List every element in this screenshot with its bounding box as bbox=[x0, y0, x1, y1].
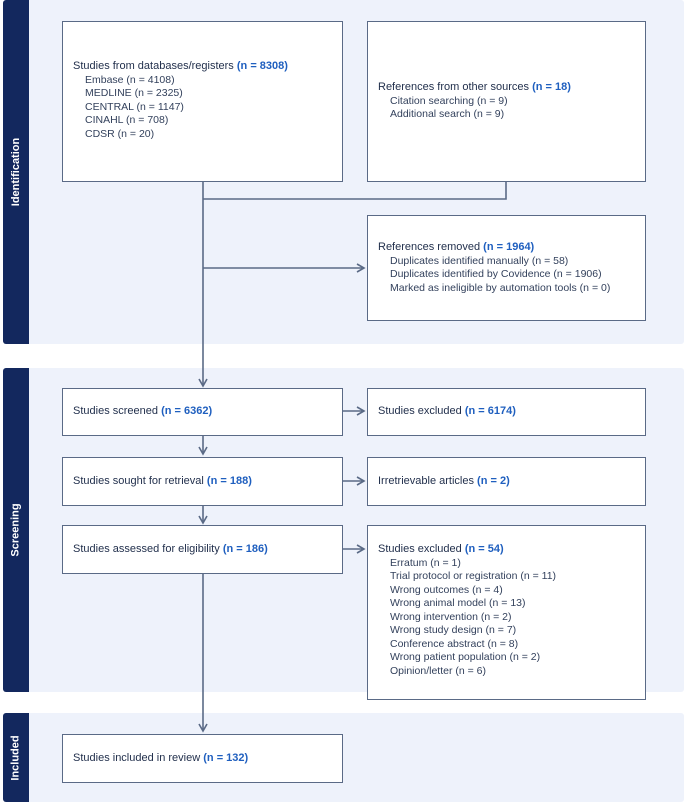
excluded-full-box: Studies excluded (n = 54) Erratum (n = 1… bbox=[367, 525, 646, 700]
databases-title-line: Studies from databases/registers (n = 83… bbox=[73, 60, 332, 74]
databases-item: CDSR (n = 20) bbox=[85, 127, 155, 140]
irretrievable-title-line: Irretrievable articles (n = 2) bbox=[378, 475, 635, 489]
excluded-full-title: Studies excluded bbox=[378, 543, 462, 555]
excluded-full-title-line: Studies excluded (n = 54) bbox=[378, 543, 635, 557]
removed-count: (n = 1964) bbox=[483, 241, 535, 253]
excluded-full-item: Wrong patient population (n = 2) bbox=[390, 651, 541, 663]
removed-box: References removed (n = 1964) Duplicates… bbox=[367, 215, 646, 321]
excluded-screen-title: Studies excluded bbox=[378, 405, 462, 418]
databases-title: Studies from databases/registers bbox=[73, 60, 234, 72]
eligibility-box: Studies assessed for eligibility (n = 18… bbox=[62, 525, 343, 574]
excluded-full-item: Opinion/letter (n = 6) bbox=[390, 664, 487, 677]
included-count: (n = 132) bbox=[203, 751, 249, 764]
excluded-full-item: Wrong outcomes (n = 4) bbox=[390, 583, 503, 596]
excluded-full-item: Wrong study design (n = 7) bbox=[390, 624, 517, 636]
databases-item: CINAHL (n = 708) bbox=[85, 114, 169, 126]
other-sources-item: Citation searching (n = 9) bbox=[390, 94, 508, 107]
included-box: Studies included in review (n = 132) bbox=[62, 734, 343, 783]
identification-label-text: Identification bbox=[10, 137, 23, 207]
retrieval-count: (n = 188) bbox=[206, 474, 252, 487]
removed-title-line: References removed (n = 1964) bbox=[378, 241, 635, 255]
other-sources-title-line: References from other sources (n = 18) bbox=[378, 81, 635, 95]
databases-count: (n = 8308) bbox=[236, 60, 288, 72]
screened-count: (n = 6362) bbox=[161, 405, 213, 418]
excluded-full-item: Erratum (n = 1) bbox=[390, 556, 461, 569]
excluded-full-items: Erratum (n = 1) Trial protocol or regist… bbox=[378, 557, 635, 679]
included-title: Studies included in review bbox=[73, 751, 201, 764]
eligibility-count: (n = 186) bbox=[222, 542, 268, 555]
other-sources-items: Citation searching (n = 9) Additional se… bbox=[378, 95, 635, 122]
irretrievable-title: Irretrievable articles bbox=[378, 474, 474, 487]
included-title-line: Studies included in review (n = 132) bbox=[73, 752, 332, 766]
other-sources-title: References from other sources bbox=[378, 81, 530, 94]
included-label: Included bbox=[3, 713, 29, 802]
databases-item: CENTRAL (n = 1147) bbox=[85, 100, 184, 113]
excluded-screen-title-line: Studies excluded (n = 6174) bbox=[378, 405, 635, 419]
included-label-text: Included bbox=[10, 734, 23, 781]
excluded-screen-count: (n = 6174) bbox=[464, 405, 516, 418]
excluded-full-item: Conference abstract (n = 8) bbox=[390, 637, 519, 650]
other-sources-box: References from other sources (n = 18) C… bbox=[367, 21, 646, 182]
databases-item: MEDLINE (n = 2325) bbox=[85, 87, 183, 99]
other-sources-item: Additional search (n = 9) bbox=[390, 108, 505, 121]
screening-label-text: Screening bbox=[10, 503, 22, 557]
irretrievable-count: (n = 2) bbox=[477, 474, 510, 487]
removed-item: Duplicates identified manually (n = 58) bbox=[390, 254, 569, 267]
excluded-full-item: Wrong intervention (n = 2) bbox=[390, 610, 512, 623]
retrieval-title-line: Studies sought for retrieval (n = 188) bbox=[73, 475, 332, 489]
databases-item: Embase (n = 4108) bbox=[85, 73, 175, 86]
eligibility-title-line: Studies assessed for eligibility (n = 18… bbox=[73, 543, 332, 557]
removed-item: Marked as ineligible by automation tools… bbox=[390, 281, 611, 294]
excluded-full-item: Wrong animal model (n = 13) bbox=[390, 597, 526, 609]
screened-title: Studies screened bbox=[73, 405, 158, 418]
retrieval-title: Studies sought for retrieval bbox=[73, 474, 204, 487]
identification-label: Identification bbox=[3, 0, 29, 344]
removed-items: Duplicates identified manually (n = 58) … bbox=[378, 255, 635, 296]
other-sources-count: (n = 18) bbox=[532, 81, 571, 94]
removed-title: References removed bbox=[378, 241, 481, 253]
screened-box: Studies screened (n = 6362) bbox=[62, 388, 343, 436]
irretrievable-box: Irretrievable articles (n = 2) bbox=[367, 457, 646, 506]
excluded-full-count: (n = 54) bbox=[464, 543, 504, 555]
removed-item: Duplicates identified by Covidence (n = … bbox=[390, 268, 602, 280]
excluded-screen-box: Studies excluded (n = 6174) bbox=[367, 388, 646, 436]
excluded-full-item: Trial protocol or registration (n = 11) bbox=[390, 570, 557, 582]
screening-label: Screening bbox=[3, 368, 29, 692]
screened-title-line: Studies screened (n = 6362) bbox=[73, 405, 332, 419]
retrieval-box: Studies sought for retrieval (n = 188) bbox=[62, 457, 343, 506]
databases-box: Studies from databases/registers (n = 83… bbox=[62, 21, 343, 182]
eligibility-title: Studies assessed for eligibility bbox=[73, 542, 220, 555]
databases-items: Embase (n = 4108) MEDLINE (n = 2325) CEN… bbox=[73, 74, 332, 142]
